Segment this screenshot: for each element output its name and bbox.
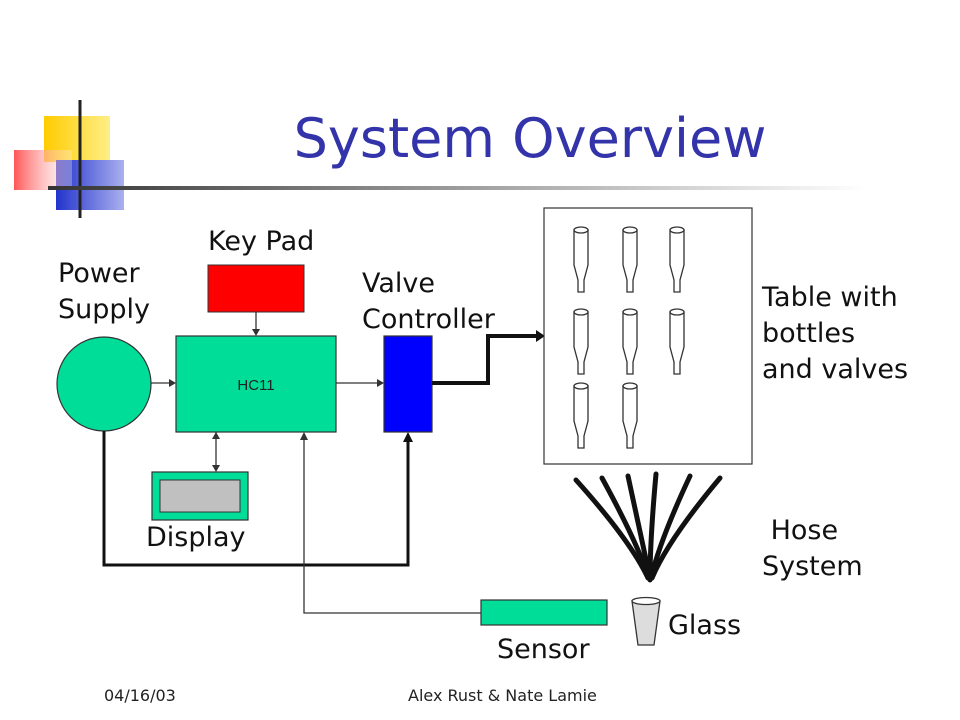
sensor-block: [480, 599, 608, 626]
valve-to-table-wire: [432, 334, 538, 385]
hc11-valve-arrow: [377, 379, 384, 387]
hc11-label: HC11: [237, 377, 274, 394]
bottle: [622, 229, 638, 293]
power-supply-label: Power Supply: [58, 258, 151, 325]
display-screen: [159, 479, 241, 513]
bottle: [669, 229, 685, 293]
sensor-arrow: [300, 432, 308, 440]
valve-controller-block: [383, 335, 433, 433]
valve-controller-label: Valve Controller: [362, 268, 495, 335]
key-pad-block: [207, 264, 305, 313]
hose-system-label: Hose System: [762, 515, 863, 582]
power-to-valve-wire: [102, 431, 410, 567]
display-arrow-up: [212, 432, 220, 439]
bottle: [573, 229, 589, 293]
bottles: [573, 226, 685, 449]
bottle: [573, 385, 589, 449]
footer-date: 04/16/03: [104, 686, 176, 705]
sensor-to-hc11-wire: [303, 440, 481, 614]
key-pad-label: Key Pad: [208, 226, 315, 257]
footer-authors: Alex Rust & Nate Lamie: [408, 686, 597, 705]
red-square: [14, 150, 72, 190]
glass-label: Glass: [668, 610, 742, 641]
bottle: [669, 311, 685, 375]
power-arrow: [169, 379, 176, 387]
bottle: [622, 385, 638, 449]
sensor-label: Sensor: [497, 634, 590, 665]
power-supply-circle: [56, 336, 152, 432]
title-rule: [48, 186, 868, 190]
table-arrow: [536, 330, 545, 342]
table-label: Table with bottles and valves: [762, 282, 909, 385]
display-label: Display: [146, 522, 246, 553]
bottle: [573, 311, 589, 375]
page-title: System Overview: [293, 107, 767, 170]
bottle: [622, 311, 638, 375]
display-arrow-down: [212, 465, 220, 472]
hose-system: [573, 471, 723, 583]
glass-cup: [631, 596, 661, 646]
valve-power-arrow: [403, 432, 413, 442]
keypad-arrow: [252, 329, 260, 336]
hc11-block: [175, 335, 337, 433]
title-decoration: [14, 100, 124, 218]
